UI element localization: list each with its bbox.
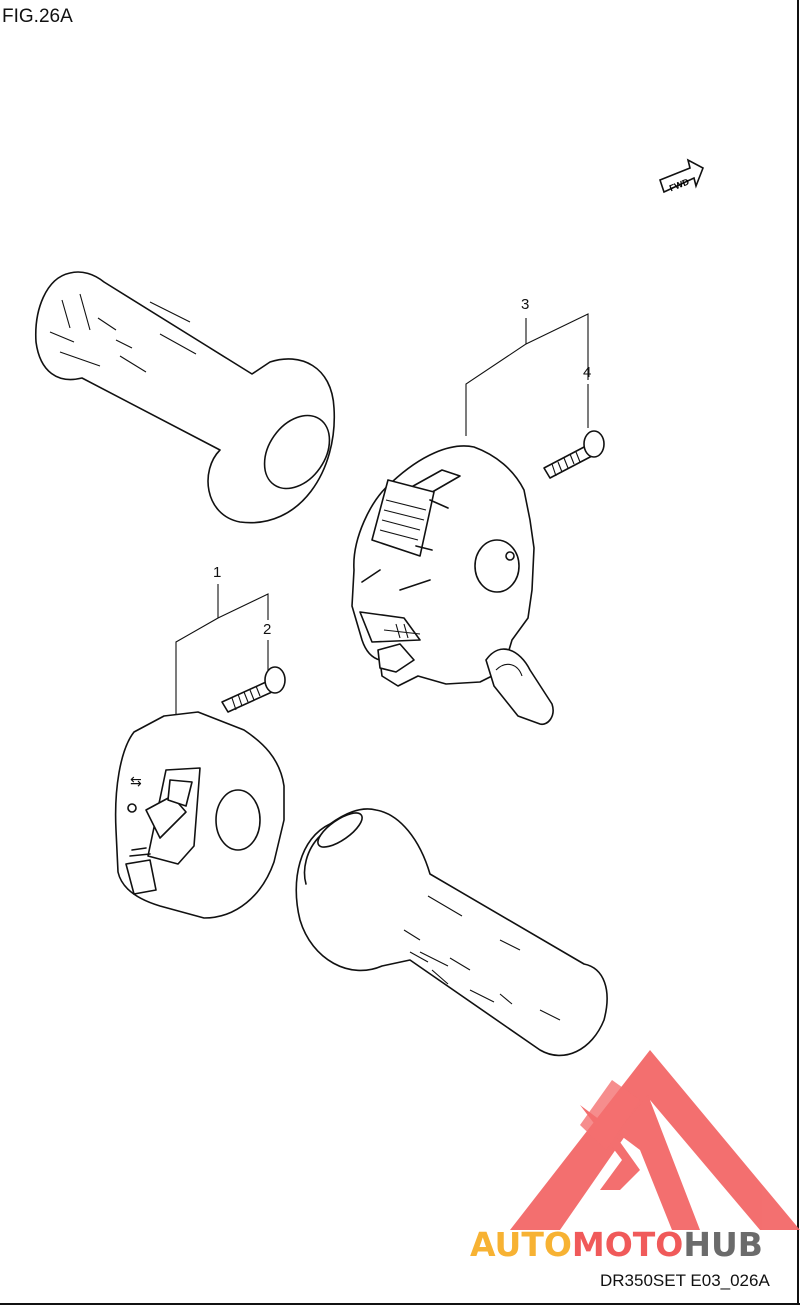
part-number-3: 3 bbox=[521, 296, 529, 313]
part-number-4: 4 bbox=[583, 364, 591, 381]
leader-1-2 bbox=[175, 584, 269, 714]
part-number-1: 1 bbox=[213, 564, 221, 581]
figure-label: FIG.26A bbox=[2, 6, 73, 27]
watermark-hub: HUB bbox=[683, 1225, 763, 1264]
watermark-auto: AUTO bbox=[470, 1225, 572, 1264]
watermark-text: AUTOMOTOHUB bbox=[470, 1225, 763, 1264]
drawing-code: DR350SET E03_026A bbox=[600, 1271, 770, 1290]
watermark-logo-icon bbox=[510, 1050, 800, 1230]
leader-3-4 bbox=[465, 313, 589, 436]
part-number-2: 2 bbox=[263, 621, 271, 638]
right-switch-housing bbox=[351, 445, 554, 726]
watermark-moto: MOTO bbox=[572, 1225, 683, 1264]
svg-text:AUTOMOTOHUB: AUTOMOTOHUB bbox=[470, 1225, 763, 1264]
left-grip-upper bbox=[35, 271, 336, 524]
left-switch-housing: ⇆ bbox=[114, 711, 285, 919]
fwd-arrow-icon: FWD bbox=[659, 158, 705, 193]
right-grip-lower bbox=[295, 808, 608, 1057]
screw-2 bbox=[221, 666, 286, 713]
screw-4 bbox=[543, 430, 605, 479]
svg-text:⇆: ⇆ bbox=[130, 774, 142, 790]
